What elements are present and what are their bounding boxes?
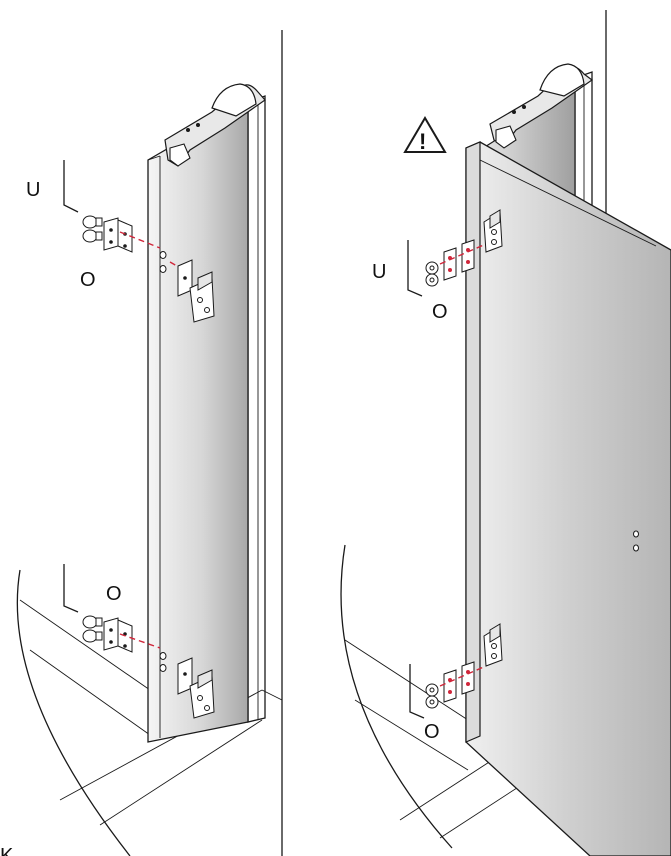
wall-hinge-bottom-left [177, 657, 215, 719]
hinge-plate-top-right [443, 239, 475, 281]
screw-set-bottom-left [82, 615, 103, 643]
right-panel: ! U O [340, 10, 671, 856]
right-floor-lines [344, 639, 607, 839]
warning-triangle-icon: ! [403, 116, 447, 154]
left-zoom-arc [16, 569, 131, 856]
hinge-plate-top-left [103, 217, 133, 253]
label-allen-key-top-left: U [26, 179, 40, 201]
screw-set-bottom-right [425, 683, 439, 709]
wall-hinge-top-left [177, 259, 215, 323]
allen-key-icon-top-left [63, 160, 79, 213]
right-open-door-glass [465, 141, 671, 856]
warning-mark: ! [419, 129, 426, 154]
wall-hinge-bottom-right [483, 623, 503, 667]
alignment-line-top-left-1 [119, 231, 161, 249]
right-zoom-arc [340, 544, 453, 849]
label-hinge-bottom-left: O [106, 583, 122, 605]
label-hinge-bottom-right: O [424, 721, 440, 743]
left-wall-profile [247, 95, 266, 723]
screw-set-top-right [425, 261, 439, 287]
allen-key-icon-right [407, 240, 423, 297]
label-allen-key-right: U [372, 261, 386, 283]
alignment-line-bottom-right [439, 665, 487, 687]
left-top-cap-clip [169, 143, 191, 167]
left-floor-lines [19, 599, 283, 826]
right-top-cap-clip [495, 125, 517, 149]
alignment-line-bottom-left [119, 633, 161, 649]
left-glass-panel [147, 100, 249, 743]
right-top-cap-knob [539, 63, 585, 97]
left-top-cap-knob [211, 83, 257, 117]
wall-hinge-top-right [483, 209, 503, 253]
alignment-line-top-right [439, 243, 487, 265]
screw-set-top-left [82, 215, 103, 243]
left-panel: U O [16, 30, 283, 856]
label-bottom-corner: K [0, 845, 14, 856]
allen-key-icon-bottom-right [409, 664, 425, 719]
allen-key-icon-bottom-left [63, 564, 79, 613]
right-door-edge [465, 141, 481, 743]
label-hinge-top-left: O [80, 269, 96, 291]
label-hinge-top-right: O [432, 301, 448, 323]
hinge-plate-bottom-left [103, 617, 133, 653]
